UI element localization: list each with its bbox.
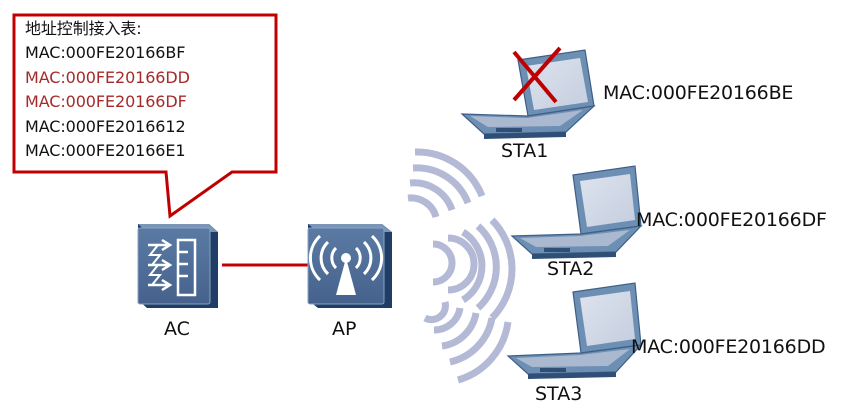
sta3-label: STA3 [535, 383, 583, 405]
mac-access-control-table: 地址控制接入表: MAC:000FE20166BF MAC:000FE20166… [25, 17, 190, 163]
ap-label: AP [332, 318, 357, 340]
sta1-mac: MAC:000FE20166BE [603, 82, 794, 104]
sta1-label: STA1 [501, 140, 549, 162]
ac-label: AC [164, 318, 190, 340]
laptop-sta2-icon [510, 165, 643, 259]
wireless-waves-icon [407, 148, 516, 384]
table-entry-highlighted: MAC:000FE20166DF [25, 92, 187, 112]
table-entry: MAC:000FE20166E1 [25, 141, 186, 161]
callout-bubble [12, 13, 278, 219]
sta2-mac: MAC:000FE20166DF [636, 209, 827, 231]
sta2-label: STA2 [547, 258, 595, 280]
table-entry-highlighted: MAC:000FE20166DD [25, 67, 190, 87]
blocked-x-icon [512, 46, 562, 104]
table-title: 地址控制接入表: [25, 19, 142, 38]
access-controller-icon [137, 224, 218, 308]
table-entry: MAC:000FE2016612 [25, 116, 186, 136]
wireless-access-point-icon [307, 224, 392, 308]
laptop-sta1-icon [460, 49, 596, 139]
laptop-sta3-icon [506, 282, 643, 379]
sta3-mac: MAC:000FE20166DD [631, 336, 826, 358]
table-entry: MAC:000FE20166BF [25, 43, 186, 63]
